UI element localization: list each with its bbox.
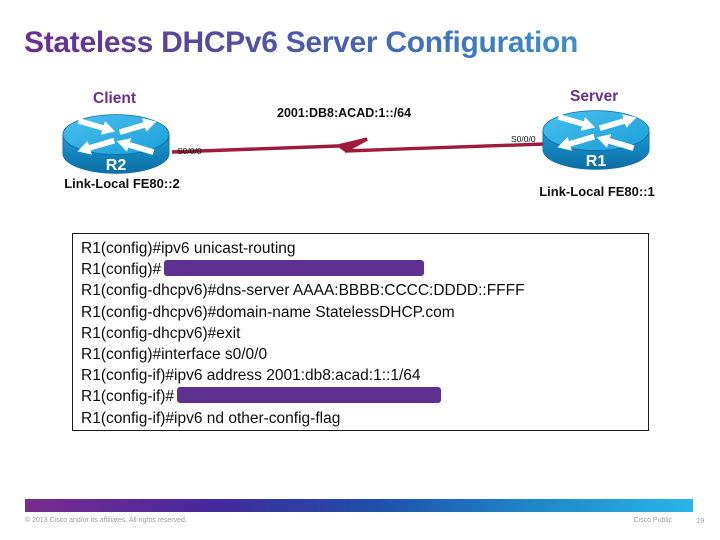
cli-line: R1(config)# [81, 259, 640, 280]
cli-line: R1(config-dhcpv6)#dns-server AAAA:BBBB:C… [81, 280, 640, 301]
cli-line: R1(config-dhcpv6)#exit [81, 323, 640, 344]
redaction-box [177, 387, 442, 404]
router-arrows-icon [557, 114, 637, 151]
cli-line: R1(config)#ipv6 unicast-routing [81, 238, 640, 259]
cli-text: R1(config-dhcpv6)#dns-server AAAA:BBBB:C… [81, 282, 525, 300]
cli-text: R1(config)# [81, 261, 162, 279]
router-r1: R1 [537, 104, 655, 176]
cli-line: R1(config-if)# [81, 386, 640, 407]
link-local-label-r1: Link-Local FE80::1 [539, 184, 655, 199]
router-r2-hostname: R2 [105, 157, 127, 174]
footer-copyright: © 2013 Cisco and/or its affiliates. All … [25, 517, 187, 524]
interface-label-r1: S0/0/0 [511, 134, 536, 144]
router-r2: R2 [57, 108, 175, 180]
cli-text: R1(config-if)# [81, 388, 175, 406]
redaction-box [164, 260, 425, 277]
server-label: Server [570, 88, 619, 105]
footer-page-number: 19 [696, 516, 705, 525]
serial-link-bolt [336, 138, 368, 152]
cli-line: R1(config-if)#ipv6 nd other-config-flag [81, 408, 640, 429]
network-prefix-label: 2001:DB8:ACAD:1::/64 [277, 106, 412, 120]
cli-line: R1(config)#interface s0/0/0 [81, 344, 640, 365]
cli-text: R1(config-dhcpv6)#domain-name StatelessD… [81, 303, 455, 321]
link-local-label-r2: Link-Local FE80::2 [64, 176, 180, 191]
cli-text: R1(config)#interface s0/0/0 [81, 346, 268, 364]
slide-title: Stateless DHCPv6 Server Configuration [24, 26, 704, 60]
router-r1-hostname: R1 [585, 153, 607, 170]
serial-link [171, 137, 545, 154]
interface-label-r2: S0/0/0 [177, 146, 202, 156]
cli-text: R1(config-if)#ipv6 nd other-config-flag [81, 409, 341, 427]
cli-text: R1(config-if)#ipv6 address 2001:db8:acad… [81, 367, 421, 385]
cli-text: R1(config-dhcpv6)#exit [81, 324, 241, 342]
client-label: Client [93, 90, 137, 107]
cli-line: R1(config-if)#ipv6 address 2001:db8:acad… [81, 365, 640, 386]
cisco-router-icon [62, 114, 170, 174]
footer-gradient-bar [25, 499, 693, 512]
cisco-router-icon [542, 110, 650, 170]
cli-line: R1(config-dhcpv6)#domain-name StatelessD… [81, 302, 640, 323]
cli-config-box: R1(config)#ipv6 unicast-routing R1(confi… [72, 233, 649, 431]
router-arrows-icon [77, 118, 157, 155]
cli-text: R1(config)#ipv6 unicast-routing [81, 240, 296, 257]
footer-classification: Cisco Public [633, 517, 672, 524]
